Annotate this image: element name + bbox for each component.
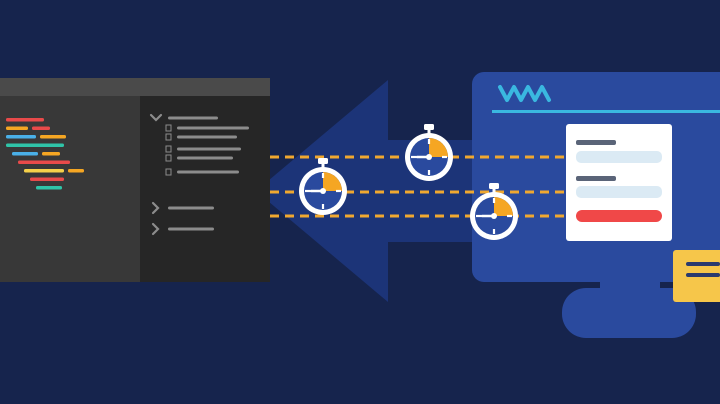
code-line-segment <box>6 135 36 139</box>
monitor-stand-base <box>562 288 696 338</box>
tree-file-label <box>177 126 249 130</box>
form-submit-button[interactable] <box>576 210 662 222</box>
stopwatch-hub <box>426 154 432 160</box>
form-input-2[interactable] <box>576 186 662 198</box>
stopwatch-crown <box>318 158 328 164</box>
sticky-note <box>673 250 720 302</box>
file-tree-rows <box>149 113 249 236</box>
stopwatch-icon <box>405 124 453 181</box>
stopwatch-stem <box>427 129 431 134</box>
code-line-segment <box>6 126 28 130</box>
file-icon <box>165 145 172 153</box>
tree-folder-label <box>168 116 218 120</box>
code-line-segment <box>40 135 66 139</box>
note-line-2 <box>686 273 720 277</box>
stopwatch-icon <box>470 183 518 240</box>
code-lines <box>6 118 84 190</box>
stopwatch-progress <box>323 172 342 191</box>
code-line-segment <box>24 169 64 173</box>
stopwatch-progress <box>429 138 448 157</box>
code-line-segment <box>42 152 60 156</box>
code-line-segment <box>12 152 38 156</box>
chevron-right-icon[interactable] <box>151 222 160 236</box>
note-line-1 <box>686 262 720 266</box>
code-editor-window <box>0 78 270 282</box>
stopwatch-crown <box>424 124 434 130</box>
file-icon <box>165 124 172 132</box>
code-line-segment <box>6 143 64 147</box>
stopwatches <box>299 124 518 240</box>
stopwatch-crown <box>489 183 499 189</box>
stopwatch-hub <box>491 213 497 219</box>
tree-file-label <box>177 147 241 151</box>
chevron-down-icon[interactable] <box>149 113 163 122</box>
stopwatch-stem <box>492 188 496 193</box>
file-icon <box>165 133 172 141</box>
form-field-label-2 <box>576 176 616 181</box>
stopwatch-stem <box>321 163 325 168</box>
brand-logo-icon <box>498 85 551 102</box>
stopwatch-icon <box>299 158 347 215</box>
stopwatch-progress <box>494 197 513 216</box>
tree-file-label <box>177 170 239 174</box>
stopwatch-hub <box>320 188 326 194</box>
code-line-segment <box>68 169 84 173</box>
code-line-segment <box>36 186 62 190</box>
chevron-right-icon[interactable] <box>151 201 160 215</box>
file-icon <box>165 154 172 162</box>
code-line-segment <box>32 126 50 130</box>
editor-titlebar <box>0 78 270 96</box>
tree-folder-label <box>168 227 214 231</box>
form-field-label-1 <box>576 140 616 145</box>
monitor <box>472 72 720 338</box>
form-input-1[interactable] <box>576 151 662 163</box>
editor-file-tree <box>140 96 270 282</box>
header-divider <box>492 110 720 113</box>
code-line-segment <box>6 118 44 122</box>
form-card <box>566 124 672 241</box>
file-icon <box>165 168 172 176</box>
tree-file-label <box>177 156 233 160</box>
code-line-segment <box>18 160 70 164</box>
code-line-segment <box>30 177 64 181</box>
tree-folder-label <box>168 206 214 210</box>
tree-file-label <box>177 135 237 139</box>
